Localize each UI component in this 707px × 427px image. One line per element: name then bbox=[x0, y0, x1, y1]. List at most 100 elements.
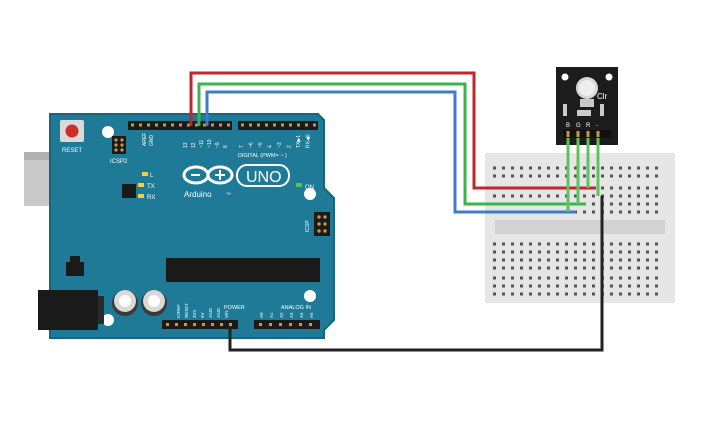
header-pin bbox=[187, 123, 190, 127]
voltage-regulator bbox=[66, 262, 84, 276]
breadboard-hole bbox=[493, 266, 496, 270]
analog-pin-label: A5 bbox=[309, 312, 314, 318]
header-pin bbox=[273, 123, 276, 127]
uno-badge bbox=[236, 164, 290, 187]
breadboard-hole bbox=[583, 284, 586, 288]
module-pin bbox=[576, 131, 580, 137]
header-pin bbox=[289, 323, 292, 326]
arduino-logo-tm: ™ bbox=[226, 192, 231, 198]
breadboard-hole bbox=[637, 194, 640, 198]
breadboard-hole bbox=[520, 266, 523, 270]
breadboard-hole bbox=[637, 174, 640, 178]
breadboard-hole bbox=[610, 166, 613, 170]
breadboard-hole bbox=[619, 194, 622, 198]
breadboard-hole bbox=[565, 258, 568, 262]
breadboard-hole bbox=[529, 242, 532, 246]
breadboard-hole bbox=[493, 166, 496, 170]
digital-label: DIGITAL (PWM= ~ ) bbox=[238, 153, 287, 159]
breadboard-hole bbox=[574, 258, 577, 262]
breadboard-hole bbox=[538, 284, 541, 288]
breadboard-hole bbox=[529, 250, 532, 254]
breadboard-holes bbox=[493, 166, 658, 296]
breadboard-hole bbox=[646, 166, 649, 170]
breadboard-hole bbox=[628, 194, 631, 198]
header-pin bbox=[241, 123, 244, 127]
breadboard-hole bbox=[493, 292, 496, 296]
breadboard-hole bbox=[574, 250, 577, 254]
breadboard-hole bbox=[538, 242, 541, 246]
breadboard-hole bbox=[529, 284, 532, 288]
header-pin bbox=[131, 123, 134, 127]
breadboard-hole bbox=[592, 210, 595, 214]
module-pin bbox=[596, 131, 600, 137]
uno-label: UNO bbox=[246, 169, 282, 186]
breadboard-hole bbox=[583, 242, 586, 246]
mounting-hole bbox=[102, 126, 114, 138]
digital-header-right bbox=[238, 121, 318, 130]
wires bbox=[189, 71, 604, 352]
breadboard-hole bbox=[502, 174, 505, 178]
digital-pin-label: 13 bbox=[183, 142, 189, 148]
breadboard-hole bbox=[628, 258, 631, 262]
analog-pin-label: A4 bbox=[299, 312, 304, 318]
breadboard-hole bbox=[556, 292, 559, 296]
breadboard-hole bbox=[502, 276, 505, 280]
module-mounting-hole bbox=[561, 73, 569, 81]
breadboard-hole bbox=[493, 258, 496, 262]
breadboard-hole bbox=[646, 174, 649, 178]
breadboard-hole bbox=[628, 202, 631, 206]
breadboard-hole bbox=[511, 166, 514, 170]
digital-pin-label: 2 bbox=[287, 145, 293, 148]
breadboard-hole bbox=[538, 276, 541, 280]
digital-pin-label: 8 bbox=[223, 145, 229, 148]
mounting-hole bbox=[102, 314, 114, 326]
breadboard-hole bbox=[547, 292, 550, 296]
breadboard-hole bbox=[529, 194, 532, 198]
analog-pin-label: A1 bbox=[269, 312, 274, 318]
digital-pin-label: ~10 bbox=[207, 139, 213, 148]
breadboard-hole bbox=[529, 292, 532, 296]
breadboard-hole bbox=[538, 258, 541, 262]
module-resistor bbox=[563, 104, 567, 116]
breadboard-hole bbox=[655, 166, 658, 170]
breadboard-hole bbox=[556, 194, 559, 198]
breadboard-hole bbox=[646, 258, 649, 262]
header-pin bbox=[175, 323, 178, 326]
breadboard-hole bbox=[592, 284, 595, 288]
breadboard-hole bbox=[637, 276, 640, 280]
red-wire bbox=[189, 71, 596, 190]
breadboard-hole bbox=[619, 174, 622, 178]
rx-label: RX bbox=[147, 195, 155, 201]
breadboard-hole bbox=[511, 266, 514, 270]
breadboard-hole bbox=[556, 174, 559, 178]
breadboard-hole bbox=[637, 284, 640, 288]
breadboard-hole bbox=[565, 292, 568, 296]
breadboard-hole bbox=[556, 250, 559, 254]
breadboard-hole bbox=[610, 210, 613, 214]
header-pin bbox=[227, 123, 230, 127]
breadboard-hole bbox=[529, 258, 532, 262]
header-pin bbox=[265, 123, 268, 127]
breadboard-hole bbox=[565, 284, 568, 288]
breadboard-hole bbox=[511, 258, 514, 262]
breadboard-hole bbox=[655, 258, 658, 262]
breadboard-hole bbox=[628, 276, 631, 280]
power-pin-label: RESET bbox=[184, 303, 189, 318]
breadboard-hole bbox=[592, 174, 595, 178]
breadboard-hole bbox=[637, 202, 640, 206]
reset-label: RESET bbox=[62, 148, 82, 154]
breadboard-hole bbox=[538, 250, 541, 254]
reset-button-cap[interactable] bbox=[65, 124, 79, 138]
breadboard-hole bbox=[655, 266, 658, 270]
breadboard-hole bbox=[547, 250, 550, 254]
breadboard-hole bbox=[655, 174, 658, 178]
l-label: L bbox=[150, 173, 154, 179]
breadboard-hole bbox=[520, 258, 523, 262]
black-wire bbox=[228, 196, 604, 352]
breadboard-hole bbox=[520, 242, 523, 246]
module-resistor bbox=[600, 104, 604, 116]
breadboard-hole bbox=[592, 242, 595, 246]
breadboard-hole bbox=[565, 242, 568, 246]
